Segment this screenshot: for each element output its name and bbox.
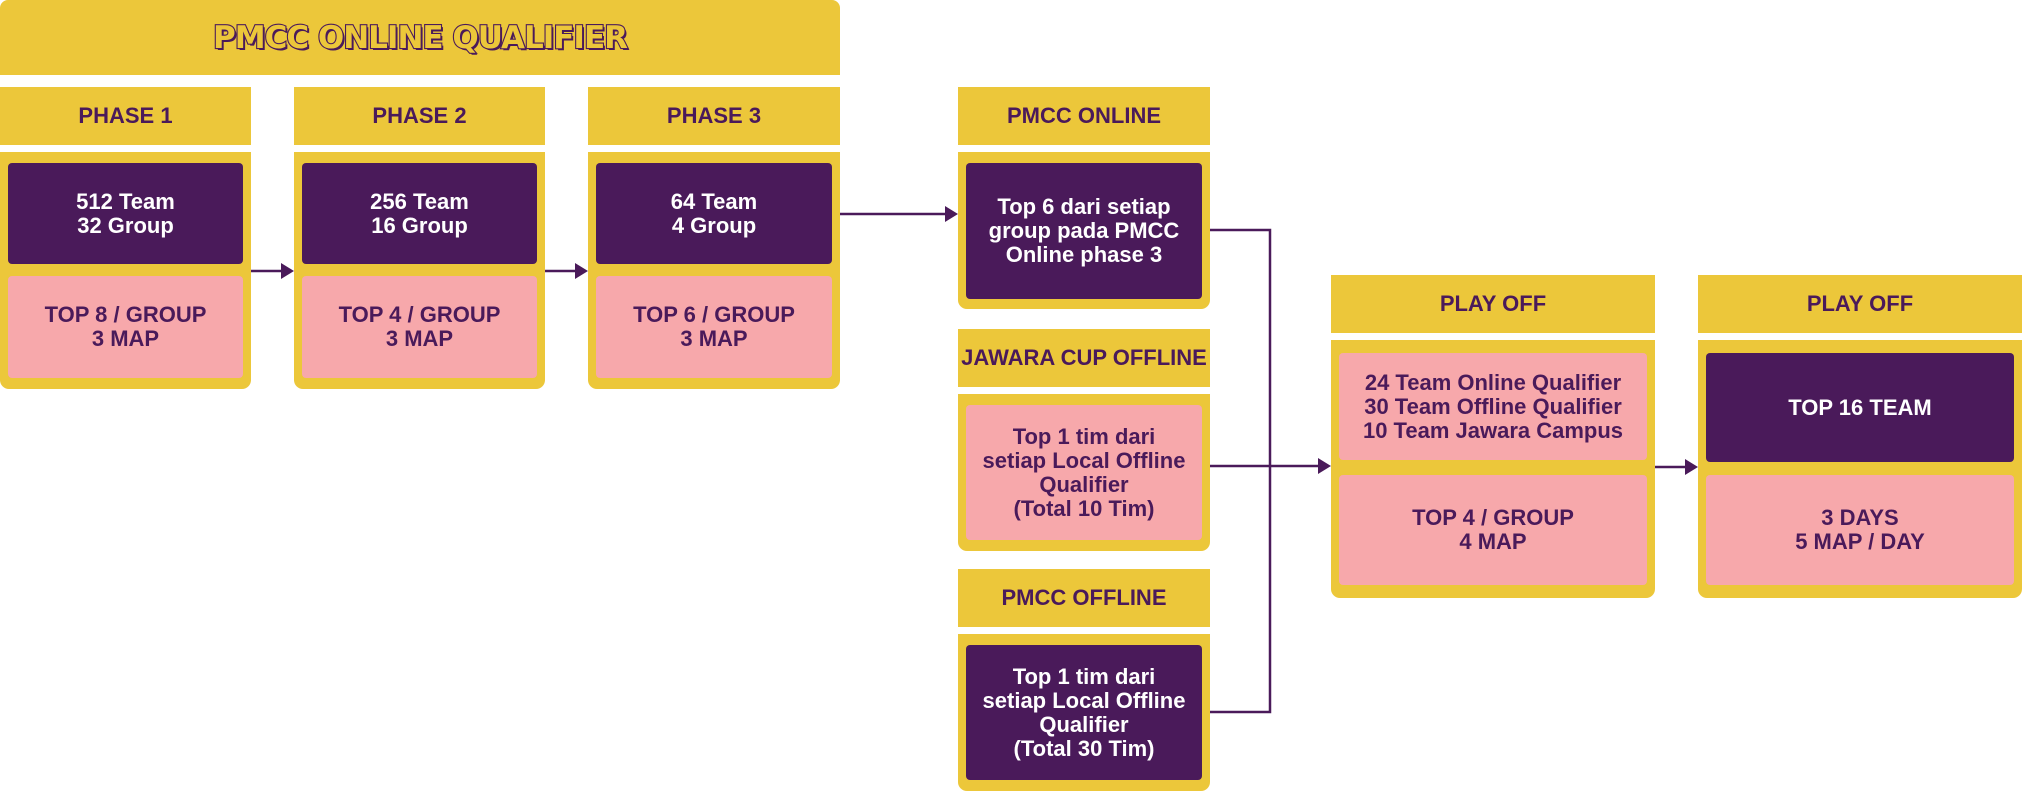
playoff-1-card: 24 Team Online Qualifier 30 Team Offline… — [1331, 340, 1655, 598]
phase-3-teams: 64 Team 4 Group — [596, 163, 832, 264]
playoff-2-rule: 3 DAYS 5 MAP / DAY — [1706, 475, 2014, 585]
phase-3-header: PHASE 3 — [588, 87, 840, 145]
phase-2-card: 256 Team 16 Group TOP 4 / GROUP 3 MAP — [294, 152, 545, 389]
playoff-1-header: PLAY OFF — [1331, 275, 1655, 333]
connector-vertical-bus — [1210, 228, 1272, 714]
qualifier-banner: PMCC ONLINE QUALIFIER — [0, 0, 840, 75]
phase-1-header: PHASE 1 — [0, 87, 251, 145]
playoff-1-rule: TOP 4 / GROUP 4 MAP — [1339, 475, 1647, 585]
playoff-2-header: PLAY OFF — [1698, 275, 2022, 333]
playoff-2-teams: TOP 16 TEAM — [1706, 353, 2014, 462]
phase-2-rule: TOP 4 / GROUP 3 MAP — [302, 276, 537, 378]
jawara-cup-offline-card: Top 1 tim dari setiap Local Offline Qual… — [958, 394, 1210, 551]
pmcc-offline-body: Top 1 tim dari setiap Local Offline Qual… — [966, 645, 1202, 780]
arrowhead-playoff-1 — [1318, 458, 1331, 474]
phase-2-teams: 256 Team 16 Group — [302, 163, 537, 264]
pmcc-offline-card: Top 1 tim dari setiap Local Offline Qual… — [958, 634, 1210, 791]
phase-3-card: 64 Team 4 Group TOP 6 / GROUP 3 MAP — [588, 152, 840, 389]
phase-1-card: 512 Team 32 Group TOP 8 / GROUP 3 MAP — [0, 152, 251, 389]
arrowhead-playoff-2 — [1685, 459, 1698, 475]
pmcc-online-card: Top 6 dari setiap group pada PMCC Online… — [958, 152, 1210, 309]
banner-title: PMCC ONLINE QUALIFIER — [212, 18, 629, 56]
phase-2-header: PHASE 2 — [294, 87, 545, 145]
pmcc-online-body: Top 6 dari setiap group pada PMCC Online… — [966, 163, 1202, 299]
playoff-2-card: TOP 16 TEAM 3 DAYS 5 MAP / DAY — [1698, 340, 2022, 598]
arrowhead-phase3 — [575, 263, 588, 279]
pmcc-offline-header: PMCC OFFLINE — [958, 569, 1210, 627]
arrowhead-phase2 — [281, 263, 294, 279]
jawara-cup-offline-body: Top 1 tim dari setiap Local Offline Qual… — [966, 405, 1202, 540]
arrowhead-pmcc-online — [945, 206, 958, 222]
playoff-1-teams: 24 Team Online Qualifier 30 Team Offline… — [1339, 353, 1647, 460]
phase-1-teams: 512 Team 32 Group — [8, 163, 243, 264]
phase-3-rule: TOP 6 / GROUP 3 MAP — [596, 276, 832, 378]
phase-1-rule: TOP 8 / GROUP 3 MAP — [8, 276, 243, 378]
pmcc-online-header: PMCC ONLINE — [958, 87, 1210, 145]
jawara-cup-offline-header: JAWARA CUP OFFLINE — [958, 329, 1210, 387]
